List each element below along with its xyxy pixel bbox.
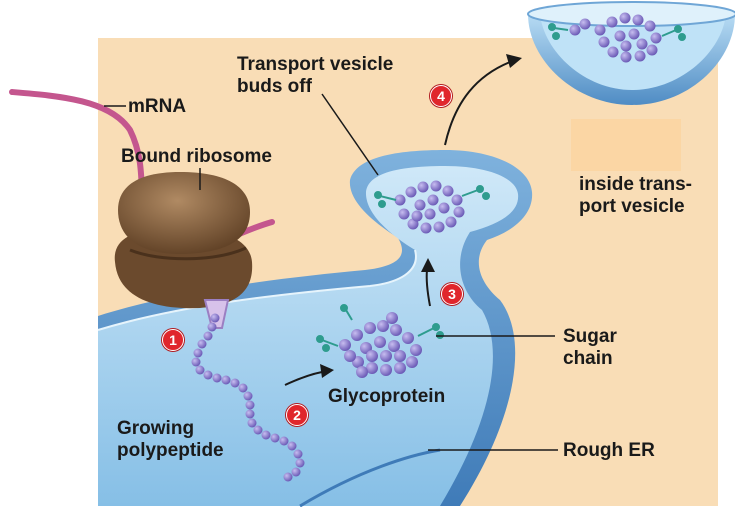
vesicle-glycoprotein-cluster bbox=[394, 180, 465, 234]
rough-er-lumen bbox=[98, 166, 519, 506]
leader-transport-vesicle bbox=[321, 93, 379, 176]
detached-vesicle-rim bbox=[527, 1, 735, 27]
growing-polypeptide-beads bbox=[191, 313, 305, 482]
label-growing-line2: polypeptide bbox=[117, 440, 224, 461]
glycoprotein-cluster bbox=[339, 312, 422, 378]
label-growing-polypeptide: Growing polypeptide bbox=[117, 418, 224, 462]
vesicle-sugar-chains bbox=[374, 185, 490, 208]
hidden-label-mask bbox=[571, 119, 681, 171]
arrow-to-glycoprotein-head bbox=[320, 364, 334, 378]
label-inside-line1: inside trans- bbox=[579, 174, 692, 195]
detached-vesicle-glycoprotein bbox=[569, 12, 662, 63]
arrow-to-glycoprotein bbox=[284, 371, 323, 386]
label-transport-vesicle: Transport vesicle buds off bbox=[237, 54, 393, 98]
step-arrows bbox=[284, 54, 522, 386]
er-sugar-chains bbox=[316, 304, 444, 352]
arrow-to-vesicle-head bbox=[421, 258, 435, 272]
label-mrna: mRNA bbox=[128, 96, 187, 117]
label-sugar-chain: Sugar chain bbox=[563, 326, 617, 370]
label-bound-ribosome: Bound ribosome bbox=[121, 146, 272, 167]
label-glycoprotein: Glycoprotein bbox=[328, 386, 446, 407]
label-transport-vesicle-line2: buds off bbox=[237, 76, 312, 97]
detached-vesicle-sugar-chains bbox=[548, 23, 686, 41]
bound-ribosome bbox=[114, 172, 253, 309]
label-inside-line2: port vesicle bbox=[579, 196, 685, 217]
arrow-vesicle-leaves bbox=[444, 61, 511, 146]
label-sugar-line1: Sugar bbox=[563, 326, 617, 347]
arrow-to-vesicle bbox=[425, 269, 431, 307]
detached-vesicle-lumen bbox=[540, 14, 726, 90]
step-3-badge: 3 bbox=[441, 283, 463, 305]
er-membrane-lower-edge bbox=[299, 448, 441, 507]
step-2-badge: 2 bbox=[286, 404, 308, 426]
step-1-badge: 1 bbox=[162, 329, 184, 351]
label-rough-er: Rough ER bbox=[563, 440, 655, 461]
step-4-badge: 4 bbox=[430, 85, 452, 107]
er-membrane-inner-edge bbox=[97, 249, 417, 331]
arrow-vesicle-leaves-head bbox=[506, 54, 522, 68]
leader-lines bbox=[104, 93, 558, 451]
label-growing-line1: Growing bbox=[117, 418, 195, 439]
label-sugar-line2: chain bbox=[563, 348, 613, 369]
label-inside-transport-vesicle: inside trans- port vesicle bbox=[579, 174, 692, 218]
label-transport-vesicle-line1: Transport vesicle bbox=[237, 54, 394, 75]
